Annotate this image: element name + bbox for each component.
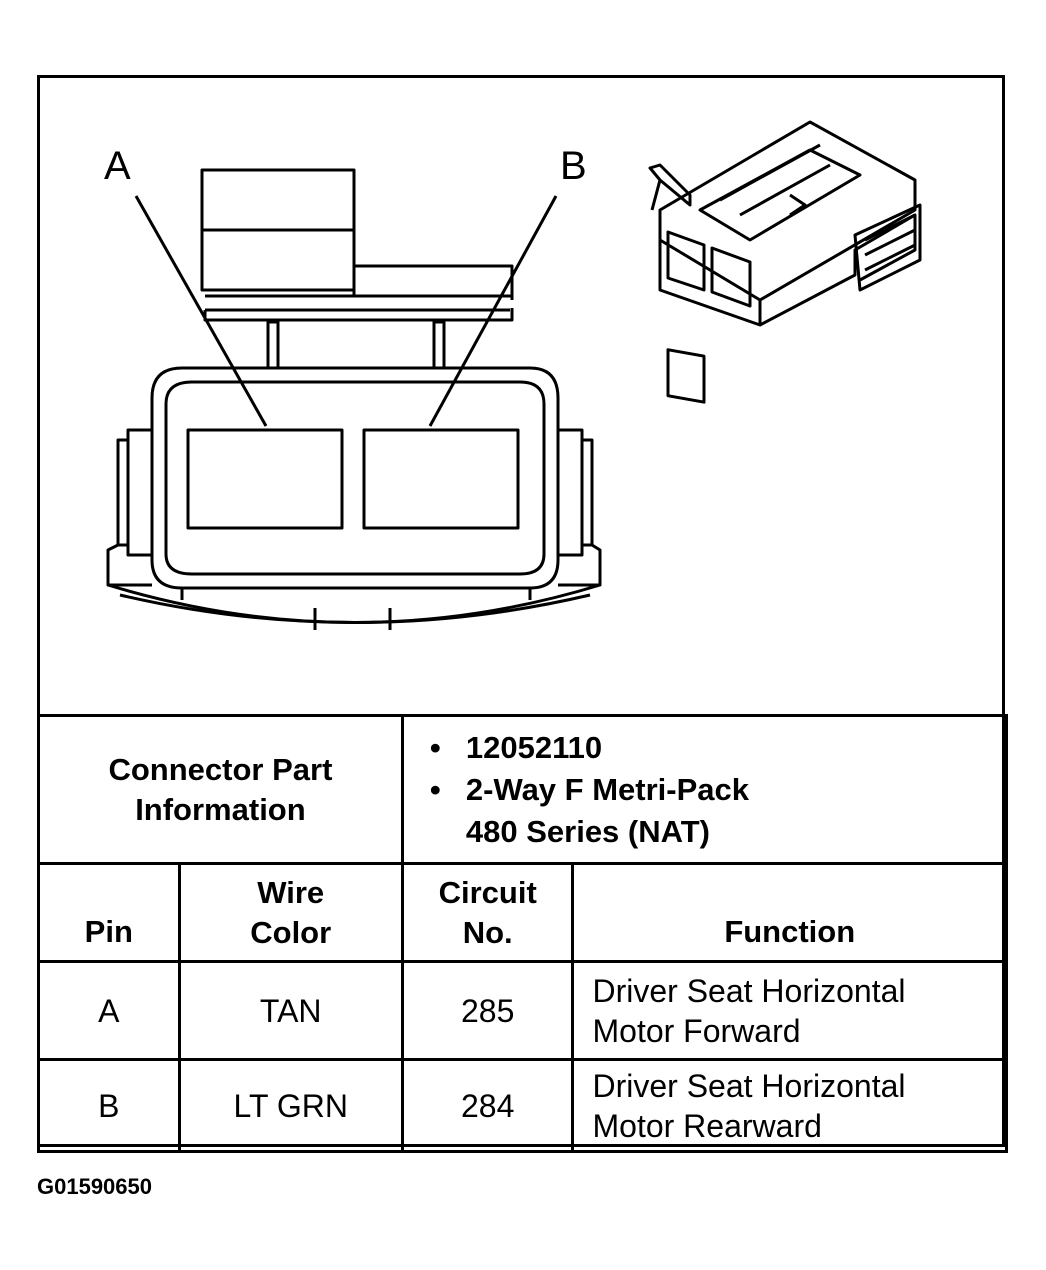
header-pin-text: Pin: [84, 914, 133, 949]
row-a-circuit: 285: [400, 960, 575, 1061]
row-b-function-line1: Driver Seat Horizontal: [592, 1067, 906, 1104]
cavity-a: [186, 428, 344, 530]
pin-label-a: A: [104, 144, 131, 188]
connector-part-label: Connector Part Information: [37, 714, 404, 865]
header-circuit: Circuit No.: [400, 862, 575, 963]
figure-id: G01590650: [37, 1174, 152, 1199]
row-b-function: Driver Seat Horizontal Motor Rearward: [571, 1058, 1008, 1153]
table-row: A TAN 285 Driver Seat Horizontal Motor F…: [37, 960, 1008, 1061]
connector-housing: [106, 366, 602, 630]
row-a-wire-color: TAN: [177, 960, 404, 1061]
connector-part-label-line2: Information: [135, 791, 306, 827]
header-function-text: Function: [724, 914, 856, 949]
pin-label-b: B: [560, 144, 587, 188]
connector-type-line2: 480 Series (NAT): [465, 813, 710, 849]
bullet-item: • 2-Way F Metri-Pack: [430, 769, 1005, 811]
bullet-icon: •: [429, 729, 441, 765]
leader-line-b: [428, 195, 558, 427]
header-circuit-line2: No.: [462, 914, 513, 950]
leader-line-a: [134, 195, 268, 427]
header-pin: Pin: [37, 862, 181, 963]
connector-part-row: Connector Part Information • 12052110 • …: [37, 714, 1009, 865]
row-a-pin: A: [37, 960, 181, 1061]
connector-info-table: Connector Part Information • 12052110 • …: [37, 714, 1009, 1153]
part-number: 12052110: [465, 729, 603, 765]
row-b-pin: B: [37, 1058, 181, 1153]
bullet-item: • 12052110: [430, 727, 1005, 769]
cavity-b: [362, 428, 520, 530]
row-a-function-line1: Driver Seat Horizontal: [592, 972, 906, 1009]
row-b-circuit: 284: [400, 1058, 575, 1153]
bullet-item-continued: 480 Series (NAT): [466, 811, 1005, 853]
connector-type-line1: 2-Way F Metri-Pack: [465, 771, 749, 807]
table-row: B LT GRN 284 Driver Seat Horizontal Moto…: [37, 1058, 1008, 1153]
header-wire-color: Wire Color: [177, 862, 404, 963]
row-a-function-line2: Motor Forward: [592, 1012, 801, 1049]
header-circuit-line1: Circuit: [438, 874, 537, 910]
header-function: Function: [571, 862, 1008, 963]
row-b-wire-color: LT GRN: [177, 1058, 404, 1153]
table-header-row: Pin Wire Color Circuit No. Function: [37, 862, 1008, 963]
connector-part-values: • 12052110 • 2-Way F Metri-Pack 480 Seri…: [400, 714, 1009, 865]
row-b-function-line2: Motor Rearward: [592, 1107, 822, 1144]
connector-face-drawing: [106, 168, 602, 630]
header-wire-color-line2: Color: [250, 914, 332, 950]
connector-part-label-line1: Connector Part: [108, 751, 333, 787]
row-a-function: Driver Seat Horizontal Motor Forward: [571, 960, 1008, 1061]
bullet-icon: •: [429, 771, 441, 807]
connector-isometric-drawing: [648, 120, 922, 404]
header-wire-color-line1: Wire: [257, 874, 325, 910]
